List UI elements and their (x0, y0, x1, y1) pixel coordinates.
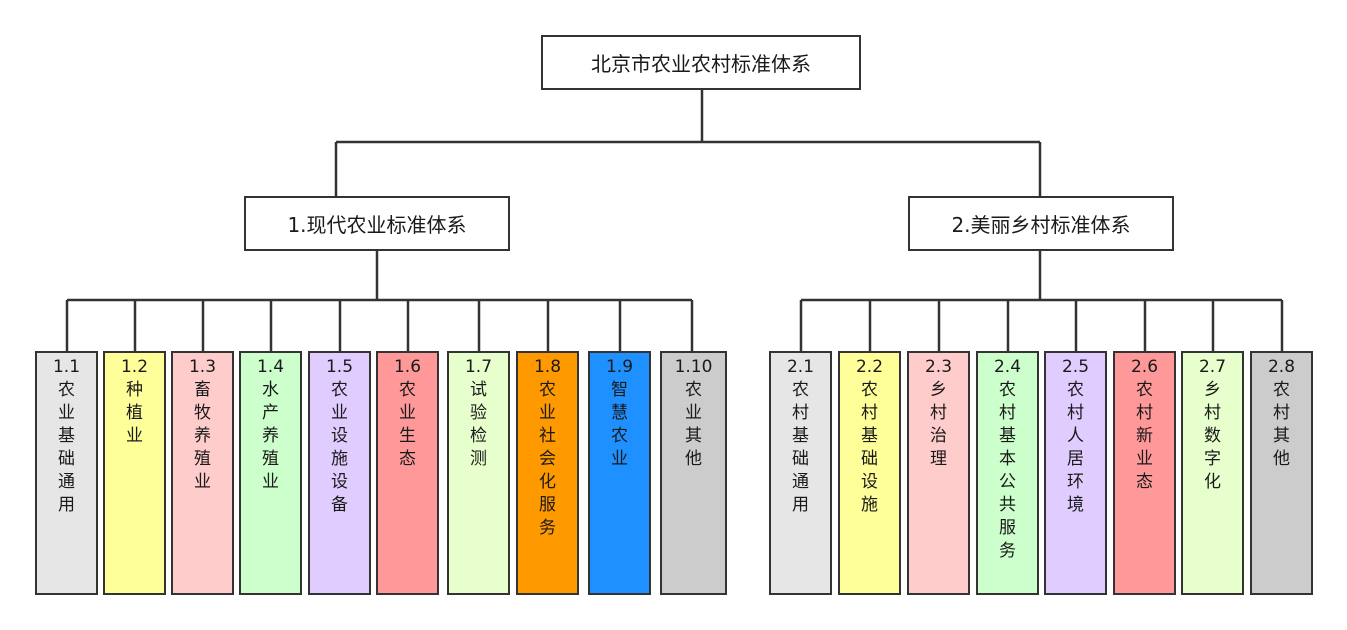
leaf-number: 1.1 (52, 357, 81, 377)
branch-label: 1.现代农业标准体系 (287, 213, 467, 237)
leaf-text: 试验检测 (470, 380, 487, 469)
leaf-number: 2.4 (993, 357, 1022, 377)
branch-node-beautiful-village: 2.美丽乡村标准体系 (908, 196, 1174, 251)
leaf-node: 1.7 试验检测 (447, 351, 510, 595)
leaf-number: 2.5 (1061, 357, 1090, 377)
leaf-text: 农业社会化服务 (539, 380, 556, 538)
leaf-number: 2.7 (1198, 357, 1227, 377)
leaf-node: 2.2 农村基础设施 (838, 351, 901, 595)
leaf-text: 农业设施设备 (331, 380, 348, 515)
leaf-text: 农村其他 (1273, 380, 1290, 469)
leaf-text: 农村人居环境 (1067, 380, 1084, 515)
leaf-number: 1.9 (605, 357, 634, 377)
leaf-node: 2.6 农村新业态 (1113, 351, 1176, 595)
leaf-text: 种植业 (126, 380, 143, 446)
leaf-number: 2.3 (924, 357, 953, 377)
leaf-number: 2.6 (1130, 357, 1159, 377)
leaf-text: 农村基本公共服务 (999, 380, 1016, 561)
leaf-number: 2.2 (855, 357, 884, 377)
leaf-number: 1.8 (533, 357, 562, 377)
leaf-node: 1.8 农业社会化服务 (516, 351, 579, 595)
leaf-node: 1.4 水产养殖业 (239, 351, 302, 595)
leaf-text: 农村新业态 (1136, 380, 1153, 492)
root-node: 北京市农业农村标准体系 (541, 35, 861, 90)
leaf-node: 1.1 农业基础通用 (35, 351, 98, 595)
leaf-number: 1.4 (256, 357, 285, 377)
leaf-node: 1.10 农业其他 (660, 351, 727, 595)
leaf-node: 2.5 农村人居环境 (1044, 351, 1107, 595)
leaf-number: 2.8 (1267, 357, 1296, 377)
leaf-number: 2.1 (786, 357, 815, 377)
leaf-node: 1.2 种植业 (103, 351, 166, 595)
leaf-node: 2.1 农村基础通用 (769, 351, 832, 595)
branch-node-modern-agriculture: 1.现代农业标准体系 (244, 196, 510, 251)
leaf-text: 乡村治理 (930, 380, 947, 469)
leaf-node: 2.8 农村其他 (1250, 351, 1313, 595)
leaf-node: 2.7 乡村数字化 (1181, 351, 1244, 595)
leaf-number: 1.10 (674, 357, 713, 377)
leaf-node: 1.3 畜牧养殖业 (171, 351, 234, 595)
leaf-number: 1.7 (464, 357, 493, 377)
branch-label: 2.美丽乡村标准体系 (951, 213, 1131, 237)
leaf-number: 1.2 (120, 357, 149, 377)
leaf-text: 农业基础通用 (58, 380, 75, 515)
leaf-node: 1.9 智慧农业 (588, 351, 651, 595)
leaf-text: 农业其他 (685, 380, 702, 469)
leaf-node: 1.6 农业生态 (376, 351, 439, 595)
leaf-text: 乡村数字化 (1204, 380, 1221, 492)
leaf-number: 1.6 (393, 357, 422, 377)
leaf-text: 农村基础通用 (792, 380, 809, 515)
leaf-text: 畜牧养殖业 (194, 380, 211, 492)
leaf-node: 2.4 农村基本公共服务 (976, 351, 1039, 595)
leaf-node: 2.3 乡村治理 (907, 351, 970, 595)
leaf-text: 农业生态 (399, 380, 416, 469)
leaf-text: 水产养殖业 (262, 380, 279, 492)
leaf-number: 1.3 (188, 357, 217, 377)
leaf-text: 农村基础设施 (861, 380, 878, 515)
leaf-text: 智慧农业 (611, 380, 628, 469)
leaf-number: 1.5 (325, 357, 354, 377)
root-label: 北京市农业农村标准体系 (591, 52, 811, 76)
leaf-node: 1.5 农业设施设备 (308, 351, 371, 595)
